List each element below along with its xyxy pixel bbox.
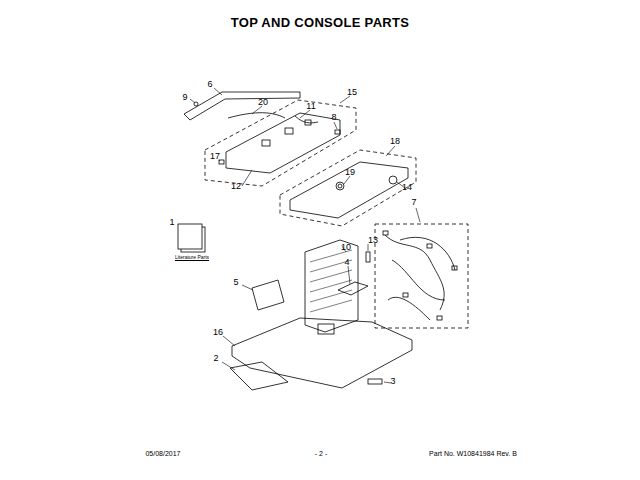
callout-number: 4 — [344, 258, 349, 267]
callout-number: 13 — [368, 236, 378, 245]
footer-text: - 2 - — [315, 450, 327, 457]
callout-number: 1 — [169, 218, 174, 227]
callout-number: 19 — [345, 168, 355, 177]
footer-text: 05/08/2017 — [145, 450, 180, 457]
callout-number: 20 — [258, 98, 268, 107]
callout-number: 2 — [213, 354, 218, 363]
callout-number: 18 — [390, 137, 400, 146]
callout-number: 11 — [306, 102, 315, 111]
callout-number: 8 — [331, 113, 336, 122]
literature-label: Literature Parts — [175, 255, 209, 260]
callout-number: 9 — [182, 93, 187, 102]
callout-number: 7 — [411, 198, 416, 207]
callout-number: 5 — [233, 278, 238, 287]
callout-number: 6 — [207, 80, 212, 89]
callout-number: 12 — [231, 182, 241, 191]
page-title: TOP AND CONSOLE PARTS — [231, 16, 409, 29]
footer-text: Part No. W10841984 Rev. B — [429, 450, 517, 457]
callout-number: 14 — [402, 183, 412, 192]
callout-number: 3 — [390, 377, 395, 386]
callout-number: 17 — [210, 152, 220, 161]
callout-number: 15 — [347, 88, 357, 97]
callout-number: 16 — [213, 328, 223, 337]
callout-number: 10 — [341, 243, 351, 252]
